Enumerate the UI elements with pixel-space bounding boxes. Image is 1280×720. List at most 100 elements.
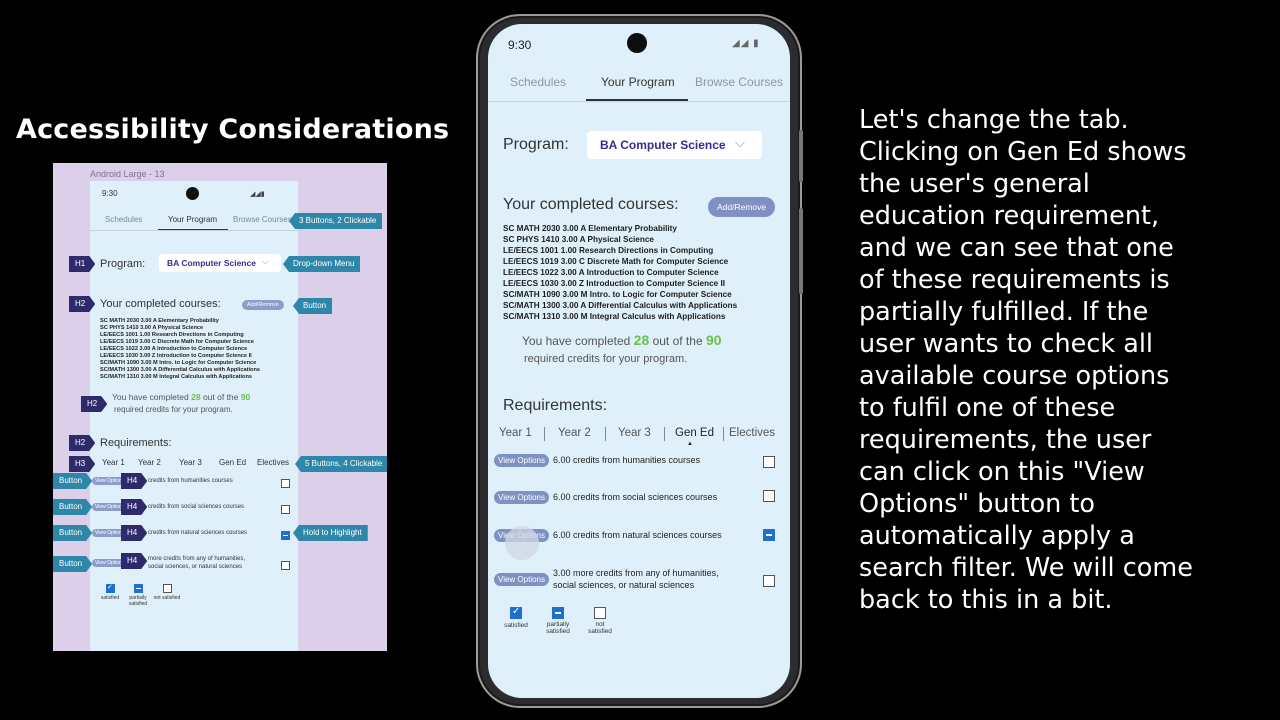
- mockup-view-options: View Options: [92, 503, 128, 511]
- year-tab-separator: [723, 427, 724, 441]
- credits-total: 90: [705, 332, 722, 348]
- touch-indicator: [505, 526, 539, 560]
- mockup-screen: 9:30 ◢◢▮ Schedules Your Program Browse C…: [90, 181, 298, 651]
- year-tab-separator: [664, 427, 665, 441]
- mockup-req-text: credits from humanities courses: [148, 478, 233, 484]
- mockup-view-options: View Options: [92, 559, 128, 567]
- tab-year-1[interactable]: Year 1: [499, 427, 532, 439]
- mockup-gen-ed: Gen Ed: [219, 458, 247, 467]
- course-item: LE/EECS 1019 3.00 C Discrete Math for Co…: [503, 257, 729, 266]
- mockup-course: LE/EECS 1001 1.00 Research Directions in…: [100, 332, 244, 338]
- course-item: LE/EECS 1001 1.00 Research Directions in…: [503, 246, 714, 255]
- narration-text: Let's change the tab. Clicking on Gen Ed…: [859, 105, 1193, 615]
- legend-not-box: [594, 607, 606, 619]
- program-label: Program:: [503, 136, 569, 153]
- mockup-course: LE/EECS 1030 3.00 Z Introduction to Comp…: [100, 353, 252, 359]
- mockup-legend-label: partially satisfied: [128, 595, 148, 607]
- status-time: 9:30: [508, 38, 532, 52]
- mockup-tab-browse-courses: Browse Courses: [233, 215, 292, 224]
- course-item: LE/EECS 1022 3.00 A Introduction to Comp…: [503, 268, 719, 277]
- requirement-checkbox-partial: [763, 529, 775, 541]
- requirements-heading: Requirements:: [503, 397, 608, 414]
- camera-icon: [627, 33, 647, 53]
- mockup-credits-line2: required credits for your program.: [114, 405, 233, 414]
- mockup-req-checkbox-partial: [281, 531, 290, 540]
- mockup-req-checkbox: [281, 479, 290, 488]
- mockup-req-text: social sciences, or natural sciences: [148, 564, 243, 570]
- requirement-text: 6.00 credits from social sciences course…: [553, 492, 718, 502]
- mockup-legend-label: not satisfied: [153, 595, 181, 601]
- add-remove-button[interactable]: Add/Remove: [708, 197, 776, 217]
- view-options-button[interactable]: View Options: [494, 573, 549, 586]
- course-item: LE/EECS 1030 3.00 Z Introduction to Comp…: [503, 279, 726, 288]
- mockup-course: SC/MATH 1310 3.00 M Integral Calculus wi…: [100, 374, 252, 380]
- legend-label: satisfied: [588, 628, 612, 635]
- annotated-mockup: Android Large - 13 9:30 ◢◢▮ Schedules Yo…: [53, 163, 387, 651]
- chevron-down-icon: ⌵: [735, 135, 745, 150]
- view-options-button[interactable]: View Options: [494, 454, 549, 467]
- view-options-button[interactable]: View Options: [494, 491, 549, 504]
- course-item: SC/MATH 1310 3.00 M Integral Calculus wi…: [503, 312, 726, 321]
- signal-battery-icon: ◢◢ ▮: [732, 38, 760, 49]
- annotation-button: Button: [53, 499, 92, 515]
- annotation-h4: H4: [121, 473, 147, 489]
- requirement-text: 6.00 credits from humanities courses: [553, 455, 701, 465]
- annotation-year-tabs: 5 Buttons, 4 Clickable: [295, 456, 387, 472]
- mockup-legend-label: satisfied: [100, 595, 120, 601]
- mockup-status-icons: ◢◢▮: [250, 191, 265, 198]
- active-tab-indicator: [586, 99, 688, 101]
- legend-satisfied-box: [510, 606, 522, 619]
- mockup-req-text: more credits from any of humanities,: [148, 556, 246, 562]
- mockup-course: SC MATH 2030 3.00 A Elementary Probabili…: [100, 318, 219, 324]
- legend-label: satisfied: [504, 622, 528, 629]
- mockup-req-checkbox: [281, 561, 290, 570]
- chevron-down-icon: ⌵: [262, 256, 269, 266]
- legend-label: satisfied: [546, 628, 570, 635]
- annotation-h1: H1: [69, 256, 95, 272]
- tab-year-3[interactable]: Year 3: [618, 427, 651, 439]
- requirement-checkbox: [763, 575, 775, 587]
- active-year-caret-icon: ▲: [687, 441, 693, 447]
- annotation-h3: H3: [69, 456, 95, 472]
- tab-browse-courses[interactable]: Browse Courses: [695, 75, 784, 89]
- credits-pre-text: You have completed: [522, 334, 631, 348]
- tab-divider: [488, 101, 790, 102]
- legend-label: partially: [546, 621, 570, 628]
- mockup-electives: Electives: [257, 458, 290, 467]
- mockup-camera: [186, 187, 199, 200]
- mockup-tab-divider: [90, 230, 298, 231]
- frame-label: Android Large - 13: [90, 169, 165, 179]
- mockup-year-1: Year 1: [102, 458, 125, 467]
- mockup-course: SC/MATH 1090 3.00 M Intro. to Logic for …: [100, 360, 257, 366]
- mockup-legend-partial-box: [134, 584, 143, 593]
- tab-schedules[interactable]: Schedules: [510, 75, 567, 89]
- year-tab-separator: [544, 427, 545, 441]
- tab-your-program[interactable]: Your Program: [601, 75, 675, 89]
- tab-electives[interactable]: Electives: [729, 427, 776, 439]
- annotation-dropdown: Drop-down Menu: [283, 256, 361, 272]
- annotation-h4: H4: [121, 553, 147, 569]
- annotation-h4: H4: [121, 525, 147, 541]
- annotation-button: Button: [53, 473, 92, 489]
- annotation-tabs: 3 Buttons, 2 Clickable: [289, 213, 383, 229]
- course-item: SC MATH 2030 3.00 A Elementary Probabili…: [503, 224, 677, 233]
- credits-done: 28: [633, 332, 650, 348]
- year-tab-separator: [605, 427, 606, 441]
- requirement-text: 6.00 credits from natural sciences cours…: [553, 530, 722, 540]
- mockup-time: 9:30: [102, 189, 118, 198]
- mockup-credits-line1: You have completed 28 out of the 90: [112, 392, 251, 402]
- annotation-hold: Hold to Highlight: [293, 525, 368, 541]
- requirement-text: 3.00 more credits from any of humanities…: [553, 568, 719, 578]
- mockup-legend-satisfied-box: [106, 583, 115, 593]
- legend-label: not: [595, 621, 605, 628]
- phone-screen: 9:30 ◢◢ ▮ Schedules Your Program Browse …: [488, 24, 790, 698]
- annotation-button: Button: [293, 298, 333, 314]
- mockup-tab-underline: [158, 229, 228, 230]
- program-dropdown[interactable]: BA Computer Science ⌵: [587, 131, 762, 159]
- tab-gen-ed[interactable]: Gen Ed: [675, 427, 714, 439]
- annotation-button: Button: [53, 525, 92, 541]
- tab-year-2[interactable]: Year 2: [558, 427, 591, 439]
- mockup-tab-your-program: Your Program: [168, 215, 218, 224]
- mockup-course: SC PHYS 1410 3.00 A Physical Science: [100, 325, 204, 331]
- mockup-completed-heading: Your completed courses:: [100, 298, 221, 310]
